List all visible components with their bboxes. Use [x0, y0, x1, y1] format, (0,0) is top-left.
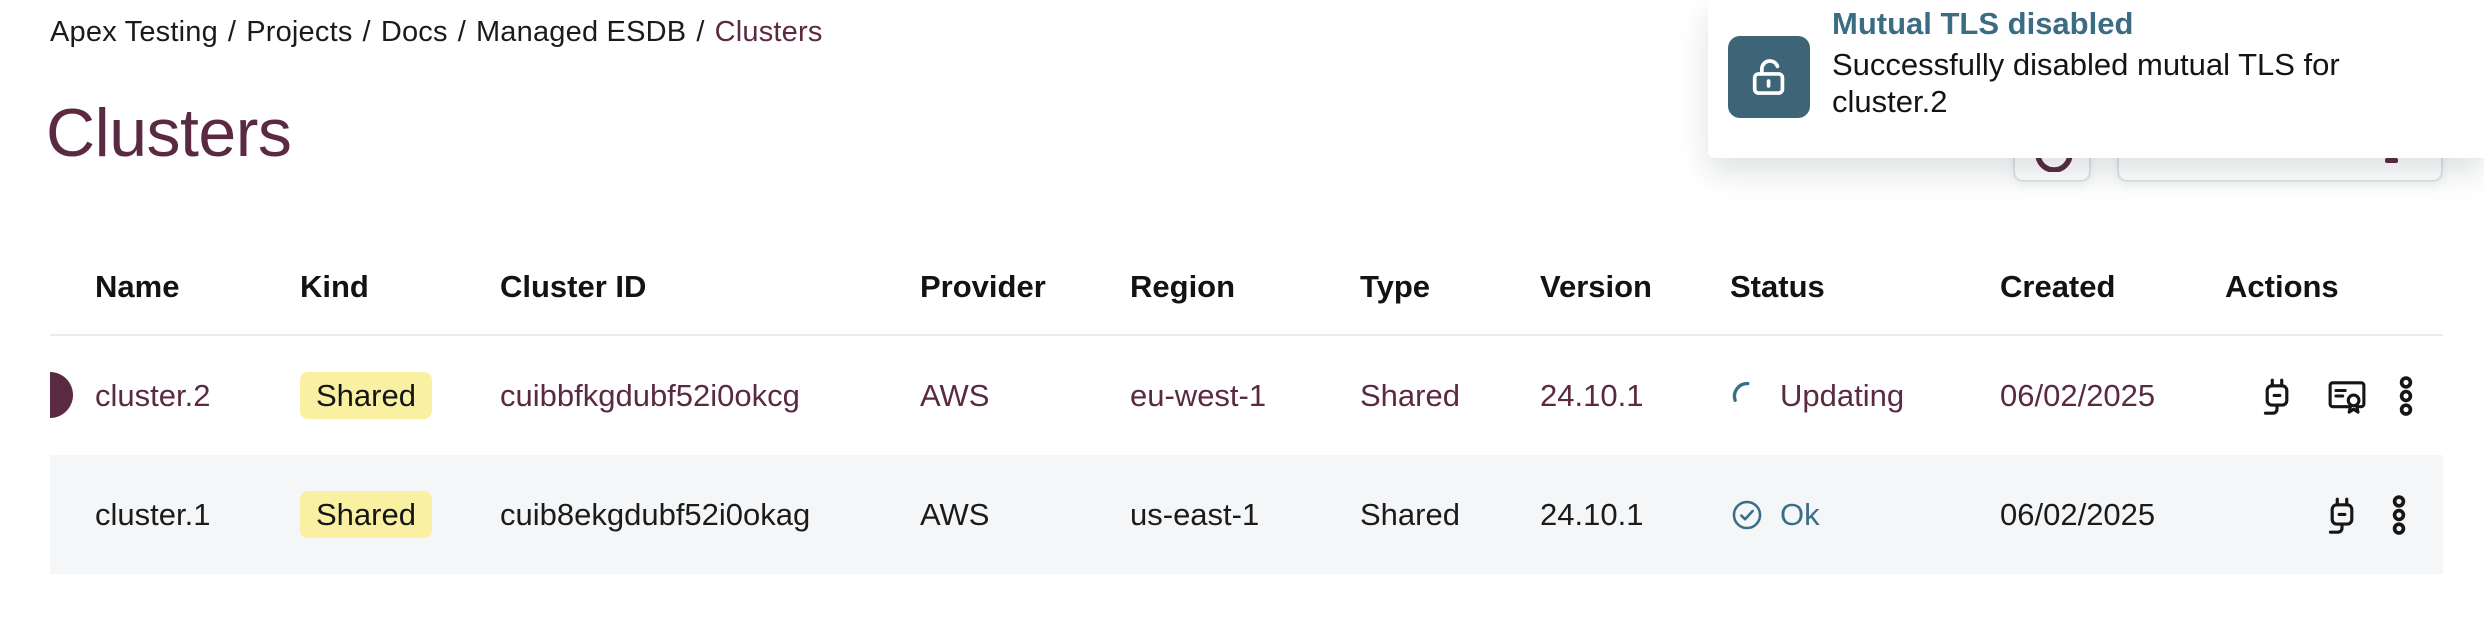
column-header-version: Version [1540, 269, 1652, 304]
column-header-created: Created [2000, 269, 2116, 304]
selected-row-marker [50, 372, 73, 418]
provider-cell: AWS [920, 377, 990, 413]
breadcrumb-separator: / [362, 16, 371, 48]
toast-mutual-tls-disabled[interactable]: Mutual TLS disabled Successfully disable… [1708, 0, 2484, 158]
type-cell: Shared [1360, 377, 1460, 413]
plug-icon[interactable] [2256, 375, 2298, 417]
cluster-name-link[interactable]: cluster.1 [95, 496, 211, 532]
check-circle-icon [1732, 500, 1762, 529]
unlock-icon [1728, 36, 1810, 118]
column-header-cluster-id: Cluster ID [500, 269, 647, 304]
certificate-icon[interactable] [2324, 374, 2370, 418]
cluster-id-cell: cuibbfkgdubf52i0okcg [500, 377, 800, 413]
kind-badge: Shared [300, 491, 432, 538]
breadcrumb-item-docs[interactable]: Docs [380, 16, 448, 48]
status-cell: Ok [1730, 497, 2000, 533]
column-header-region: Region [1130, 269, 1236, 304]
breadcrumb-item-clusters[interactable]: Clusters [714, 16, 823, 48]
provider-cell: AWS [920, 496, 990, 532]
breadcrumb-separator: / [227, 16, 237, 48]
kebab-menu-icon[interactable] [2389, 493, 2409, 537]
breadcrumb: Apex Testing / Projects / Docs / Managed ESDB /… [50, 16, 823, 49]
cluster-id-cell: cuib8ekgdubf52i0okag [500, 496, 811, 532]
actions-cell [2225, 493, 2443, 537]
breadcrumb-item-apex-testing[interactable]: Apex Testing [50, 16, 218, 48]
status-label: Updating [1780, 377, 1905, 413]
table-row-cluster-2[interactable]: cluster.2 Shared cuibbfkgdubf52i0okcg AW… [50, 336, 2443, 455]
kind-cell: Shared [300, 491, 500, 538]
toast-message: Successfully disabled mutual TLS for clu… [1832, 47, 2340, 119]
spinner-icon [1732, 381, 1750, 402]
region-cell: us-east-1 [1130, 496, 1260, 532]
version-cell: 24.10.1 [1540, 377, 1644, 413]
column-header-type: Type [1360, 269, 1431, 304]
breadcrumb-separator: / [457, 16, 466, 48]
cluster-name-link[interactable]: cluster.2 [95, 377, 211, 413]
type-cell: Shared [1360, 496, 1460, 532]
plug-icon[interactable] [2321, 494, 2363, 536]
actions-cell [2225, 374, 2443, 418]
column-header-provider: Provider [920, 269, 1046, 304]
kebab-menu-icon[interactable] [2396, 374, 2416, 418]
version-cell: 24.10.1 [1540, 496, 1644, 532]
chevron-down-icon [2385, 158, 2398, 163]
refresh-icon [2035, 152, 2073, 172]
table-row-cluster-1[interactable]: cluster.1 Shared cuib8ekgdubf52i0okag AW… [50, 455, 2443, 574]
created-cell: 06/02/2025 [2000, 496, 2156, 532]
breadcrumb-item-projects[interactable]: Projects [246, 16, 353, 48]
toast-title: Mutual TLS disabled [1832, 6, 2134, 41]
breadcrumb-separator: / [696, 16, 705, 48]
created-cell: 06/02/2025 [2000, 377, 2156, 413]
column-header-status: Status [1730, 269, 1825, 304]
status-cell: Updating [1730, 378, 2000, 414]
kind-cell: Shared [300, 372, 500, 419]
breadcrumb-item-managed-esdb[interactable]: Managed ESDB [475, 16, 687, 48]
kind-badge: Shared [300, 372, 432, 419]
column-header-actions: Actions [2225, 269, 2339, 304]
column-header-kind: Kind [300, 269, 369, 304]
table-header-row: Name Kind Cluster ID Provider Region Typ… [50, 240, 2443, 336]
clusters-table: Name Kind Cluster ID Provider Region Typ… [50, 240, 2443, 574]
status-label: Ok [1780, 496, 1820, 532]
column-header-name: Name [95, 269, 180, 304]
region-cell: eu-west-1 [1130, 377, 1267, 413]
page-title: Clusters [46, 94, 292, 171]
